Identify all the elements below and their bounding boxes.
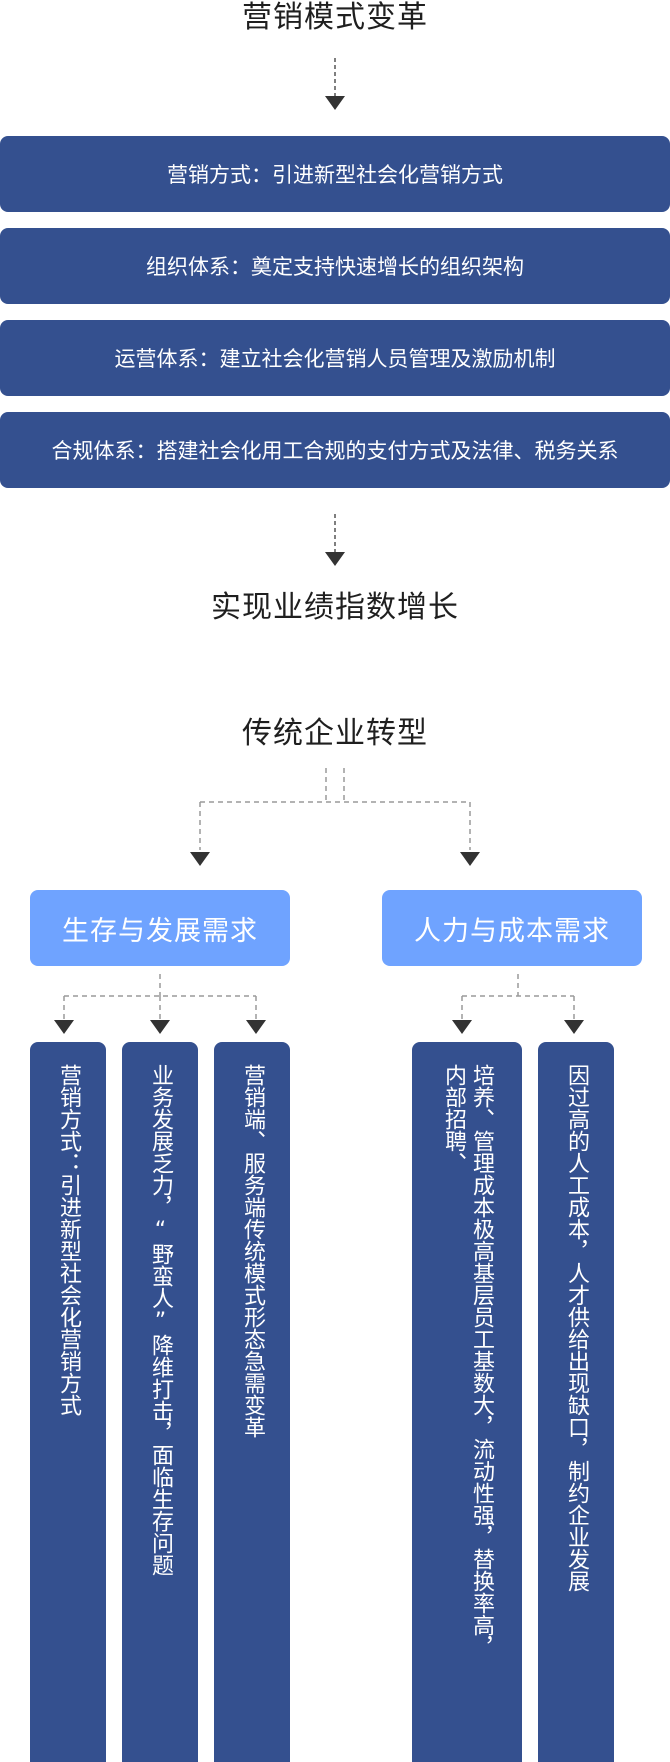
category-survival: 生存与发展需求 [30,890,290,966]
column-staff-cost: 培养、管理成本极高基层员工基数大，流动性强，替换率高，内部招聘、 [412,1042,522,1762]
column-marketing-method: 营销方式：引进新型社会化营销方式 [30,1042,106,1762]
column-text: 培养、管理成本极高基层员工基数大，流动性强，替换率高，内部招聘、 [441,1064,494,1658]
bar-compliance: 合规体系：搭建社会化用工合规的支付方式及法律、税务关系 [0,412,670,488]
column-text: 因过高的人工成本，人才供给出现缺口，制约企业发展 [564,1064,589,1592]
column-text: 业务发展乏力，“野蛮人”降维打击，面临生存问题 [148,1064,173,1576]
result-text: 实现业绩指数增长 [211,590,459,625]
bar-operation: 运营体系：建立社会化营销人员管理及激励机制 [0,320,670,396]
column-text: 营销端、服务端传统模式形态急需变革 [240,1064,265,1438]
column-business-growth: 业务发展乏力，“野蛮人”降维打击，面临生存问题 [122,1042,198,1762]
bar-marketing: 营销方式：引进新型社会化营销方式 [0,136,670,212]
column-labor-shortage: 因过高的人工成本，人才供给出现缺口，制约企业发展 [538,1042,614,1762]
section-title: 传统企业转型 [242,716,428,751]
category-cost: 人力与成本需求 [382,890,642,966]
bar-organization: 组织体系：奠定支持快速增长的组织架构 [0,228,670,304]
page-title: 营销模式变革 [242,0,428,35]
arrow-down-icon [325,514,345,566]
column-service-transformation: 营销端、服务端传统模式形态急需变革 [214,1042,290,1762]
arrow-down-icon [325,58,345,110]
tree-connector [54,768,584,1034]
column-text: 营销方式：引进新型社会化营销方式 [56,1064,81,1416]
